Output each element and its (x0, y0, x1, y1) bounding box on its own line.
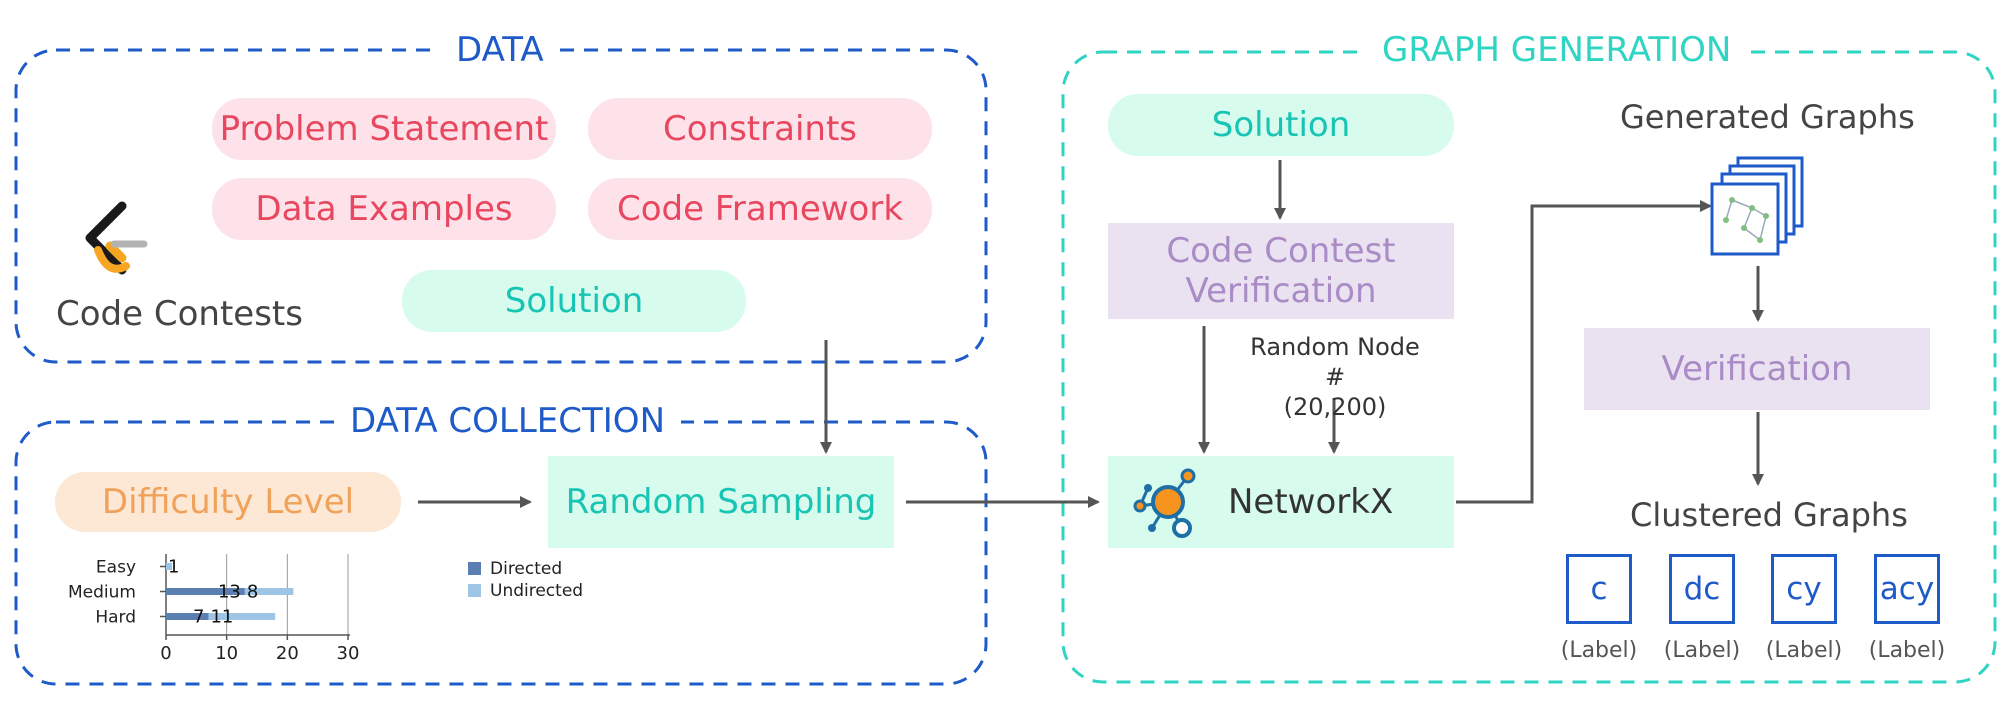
cluster-label-acy: acy (1874, 554, 1940, 624)
chart-bar-undirected-easy (166, 563, 173, 570)
data-collection-section-title: DATA COLLECTION (334, 401, 681, 441)
chart-data-label: 7 (193, 607, 204, 628)
chart-legend-swatch (468, 562, 481, 575)
graph-generation-section-title: GRAPH GENERATION (1366, 30, 1748, 70)
code-contests-logo-icon (85, 201, 148, 275)
networkx-logo-icon (1133, 468, 1196, 538)
chart-x-tick-label: 10 (215, 643, 238, 664)
cluster-caption-cy: (Label) (1765, 638, 1843, 663)
chart-bar-directed-hard (166, 613, 209, 620)
chart-legend-swatch (468, 584, 481, 597)
code-contest-verification-line2: Verification (1185, 271, 1377, 311)
difficulty-level-pill: Difficulty Level (55, 472, 401, 532)
chart-x-tick-label: 30 (337, 643, 360, 664)
graph-solution-pill: Solution (1108, 94, 1454, 156)
random-node-range: (20,200) (1283, 393, 1387, 421)
random-node-line1: Random Node # (1250, 333, 1420, 391)
chart-bar-undirected-medium (244, 588, 294, 595)
chart-x-tick-label: 0 (160, 643, 171, 664)
random-sampling-box: Random Sampling (548, 456, 894, 548)
networkx-box: NetworkX (1108, 456, 1454, 548)
chart-data-label: 8 (247, 582, 258, 603)
networkx-label: NetworkX (1228, 482, 1394, 522)
code-contest-verification-box: Code Contest Verification (1108, 223, 1454, 319)
chart-legend-label: Undirected (490, 581, 583, 601)
chart-category-label: Hard (95, 608, 136, 628)
cluster-label-cy: cy (1771, 554, 1837, 624)
chart-legend-label: Directed (490, 559, 562, 579)
code-contest-verification-line1: Code Contest (1166, 231, 1396, 271)
cluster-caption-acy: (Label) (1868, 638, 1946, 663)
constraints-pill: Constraints (588, 98, 932, 160)
graph-generation-frame (1061, 50, 1997, 684)
data-section-title: DATA (440, 30, 560, 70)
cluster-label-dc: dc (1669, 554, 1735, 624)
cluster-caption-dc: (Label) (1663, 638, 1741, 663)
chart-data-label: 1 (168, 557, 179, 578)
chart-category-label: Easy (96, 558, 136, 578)
chart-category-label: Medium (68, 583, 136, 603)
solution-pill: Solution (402, 270, 746, 332)
cluster-caption-c: (Label) (1560, 638, 1638, 663)
problem-statement-pill: Problem Statement (212, 98, 556, 160)
chart-bar-undirected-hard (208, 613, 276, 620)
cluster-label-c: c (1566, 554, 1632, 624)
code-framework-pill: Code Framework (588, 178, 932, 240)
code-contests-label: Code Contests (56, 294, 303, 334)
chart-x-tick-label: 20 (276, 643, 299, 664)
arrow-networkx-to-generated (1456, 200, 1712, 504)
clustered-graphs-title: Clustered Graphs (1630, 496, 1908, 534)
chart-data-label: 11 (210, 607, 233, 628)
data-examples-pill: Data Examples (212, 178, 556, 240)
random-node-label: Random Node # (20,200) (1240, 332, 1430, 422)
graph-verification-box: Verification (1584, 328, 1930, 410)
chart-bar-directed-medium (166, 588, 245, 595)
generated-graphs-stack-icon (1710, 156, 1804, 256)
generated-graphs-title: Generated Graphs (1620, 98, 1915, 136)
chart-data-label: 13 (218, 582, 241, 603)
